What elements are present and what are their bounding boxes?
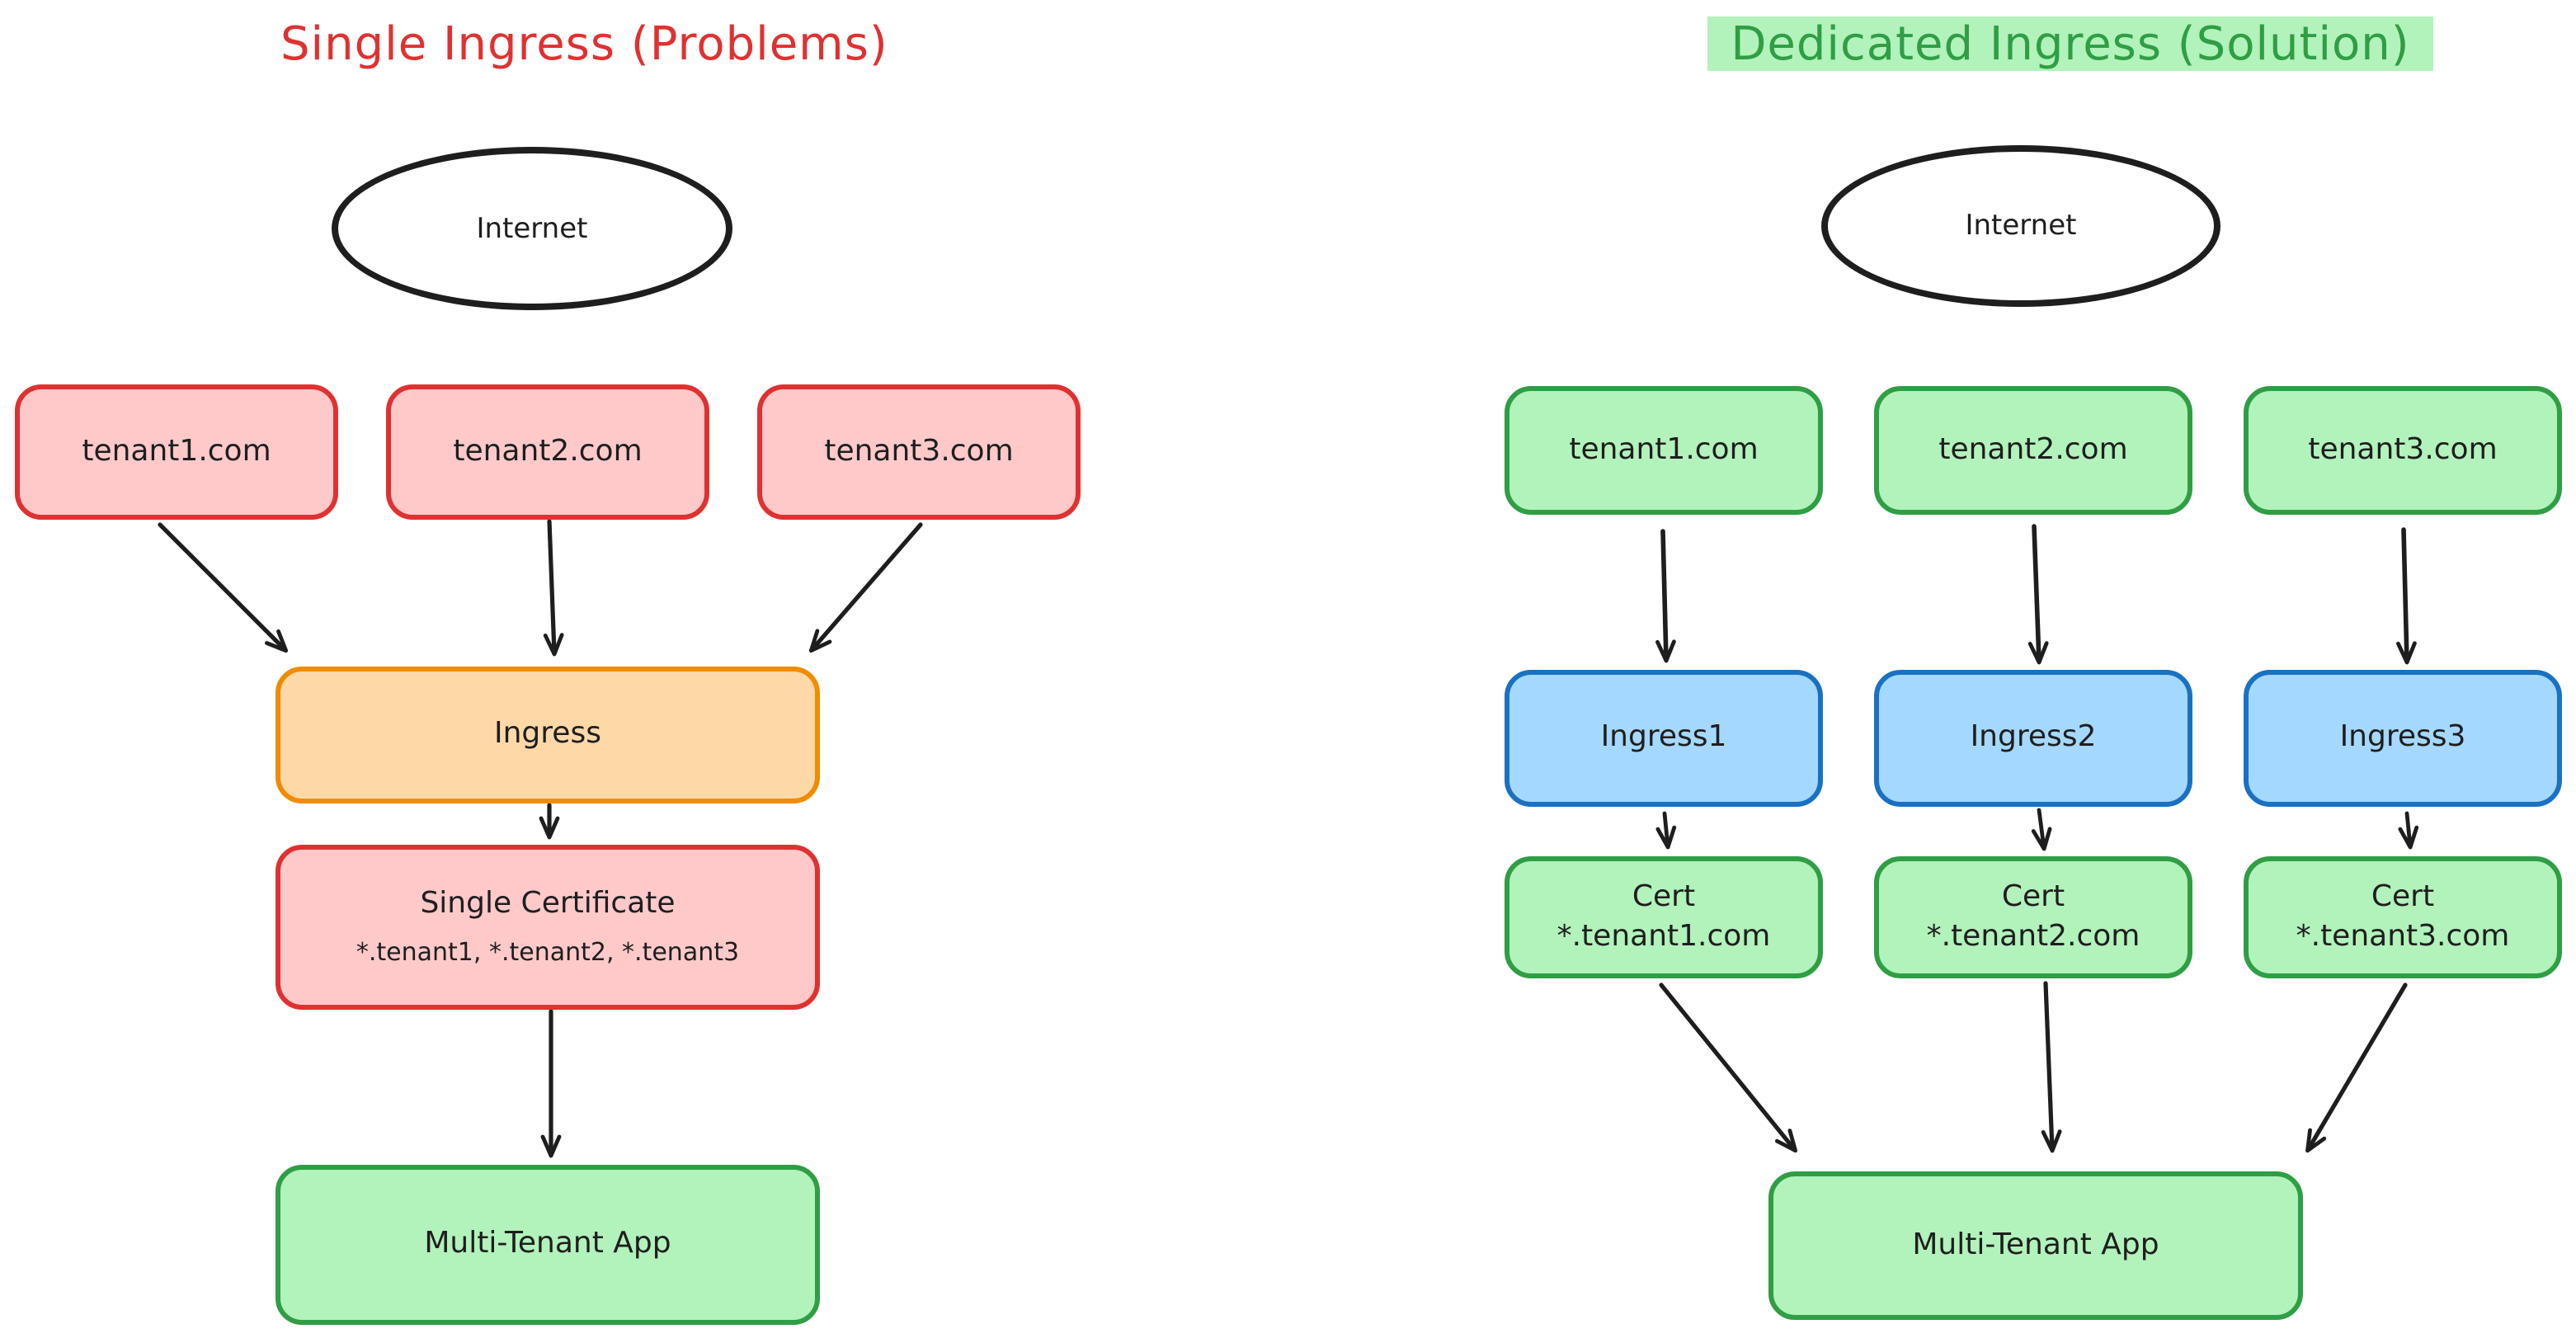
arrow-right-ingress3-cert3	[2398, 811, 2419, 850]
right-app-label: Multi-Tenant App	[1912, 1227, 2159, 1262]
left-internet-label: Internet	[476, 212, 588, 245]
left-ingress-label: Ingress	[494, 716, 601, 752]
right-cert2-box[interactable]: Cert *.tenant2.com	[1874, 856, 2192, 978]
right-ingress1-label: Ingress1	[1600, 719, 1727, 755]
right-cert3-subtitle: *.tenant3.com	[2296, 919, 2510, 954]
right-tenant1-box[interactable]: tenant1.com	[1505, 386, 1823, 515]
left-tenant3-box[interactable]: tenant3.com	[757, 384, 1081, 520]
right-internet-label: Internet	[1965, 210, 2077, 243]
right-app-box[interactable]: Multi-Tenant App	[1768, 1171, 2303, 1320]
arrow-right-ingress1-cert1	[1655, 811, 1677, 850]
left-tenant1-box[interactable]: tenant1.com	[15, 384, 338, 520]
right-cert1-box[interactable]: Cert *.tenant1.com	[1505, 856, 1823, 978]
left-app-label: Multi-Tenant App	[424, 1226, 671, 1261]
left-internet-ellipse[interactable]: Internet	[332, 147, 732, 310]
right-cert1-title: Cert	[1632, 879, 1696, 913]
left-tenant1-label: tenant1.com	[82, 433, 271, 469]
arrow-left-tenant1-ingress	[158, 522, 289, 653]
arrow-right-cert1-app	[1659, 983, 1798, 1153]
left-tenant3-label: tenant3.com	[824, 433, 1014, 469]
right-tenant3-box[interactable]: tenant3.com	[2244, 386, 2562, 515]
right-cert2-title: Cert	[2001, 879, 2065, 913]
right-tenant3-label: tenant3.com	[2308, 431, 2498, 467]
arrow-right-tenant2-ingress2	[2027, 524, 2049, 665]
right-cert2-subtitle: *.tenant2.com	[1926, 919, 2140, 954]
right-ingress1-box[interactable]: Ingress1	[1505, 670, 1823, 807]
right-ingress2-label: Ingress2	[1970, 719, 2097, 755]
arrow-left-tenant2-ingress	[543, 519, 564, 657]
right-internet-ellipse[interactable]: Internet	[1821, 145, 2220, 307]
right-tenant1-label: tenant1.com	[1569, 431, 1759, 467]
right-tenant2-box[interactable]: tenant2.com	[1874, 386, 2192, 515]
right-ingress3-label: Ingress3	[2339, 719, 2466, 755]
left-ingress-box[interactable]: Ingress	[275, 667, 820, 803]
right-cert3-box[interactable]: Cert *.tenant3.com	[2244, 856, 2562, 978]
right-tenant2-label: tenant2.com	[1938, 431, 2128, 467]
arrow-right-cert2-app	[2041, 981, 2062, 1153]
left-certificate-title: Single Certificate	[420, 886, 676, 921]
arrow-right-cert3-app	[2305, 983, 2408, 1153]
left-app-box[interactable]: Multi-Tenant App	[275, 1165, 820, 1325]
left-tenant2-box[interactable]: tenant2.com	[386, 384, 709, 520]
arrow-right-tenant3-ingress3	[2396, 527, 2417, 665]
left-certificate-subtitle: *.tenant1, *.tenant2, *.tenant3	[356, 936, 740, 967]
arrow-right-ingress2-cert2	[2031, 808, 2052, 851]
right-cert3-title: Cert	[2371, 879, 2435, 913]
left-tenant2-label: tenant2.com	[453, 433, 643, 469]
right-cert1-subtitle: *.tenant1.com	[1556, 919, 1771, 954]
arrow-right-tenant1-ingress1	[1655, 529, 1676, 663]
arrow-left-tenant3-ingress	[808, 522, 923, 653]
right-panel-title: Dedicated Ingress (Solution)	[1707, 16, 2433, 71]
left-certificate-box[interactable]: Single Certificate *.tenant1, *.tenant2,…	[275, 845, 820, 1010]
left-panel-title: Single Ingress (Problems)	[280, 16, 888, 71]
right-ingress2-box[interactable]: Ingress2	[1874, 670, 2192, 807]
right-ingress3-box[interactable]: Ingress3	[2244, 670, 2562, 807]
